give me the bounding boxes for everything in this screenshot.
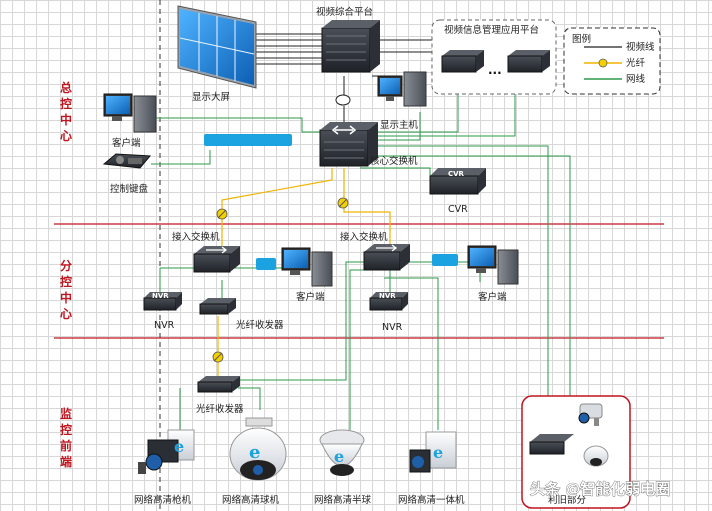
legacy-camera-icon bbox=[578, 403, 603, 426]
zone-separators bbox=[54, 0, 664, 511]
fiber-cables bbox=[217, 168, 391, 378]
video-link-node bbox=[335, 94, 351, 106]
cvr-box-text: CVR bbox=[448, 170, 465, 178]
svg-text:e: e bbox=[174, 437, 184, 456]
network-link-bar bbox=[204, 134, 292, 146]
fiber-transceiver-bottom-device bbox=[197, 376, 240, 393]
svg-text:e: e bbox=[334, 447, 344, 466]
svg-text:控: 控 bbox=[60, 96, 72, 111]
legacy-group bbox=[521, 395, 631, 509]
display-host-label: 显示主机 bbox=[380, 119, 419, 131]
svg-text:分: 分 bbox=[60, 258, 72, 273]
client-left-label: 客户端 bbox=[296, 291, 325, 303]
svg-text:e: e bbox=[249, 442, 260, 463]
client-computer-top bbox=[103, 93, 157, 133]
cam-bullet-label: 网络高清枪机 bbox=[134, 494, 192, 506]
cvr-device: CVR bbox=[429, 168, 486, 195]
server-device bbox=[507, 50, 550, 73]
access-switch-left-device bbox=[193, 246, 240, 273]
video-platform-label: 视频综合平台 bbox=[316, 6, 373, 18]
video-platform-device bbox=[321, 20, 380, 73]
fiber-transceiver-mid-label: 光纤收发器 bbox=[236, 319, 284, 331]
legacy-dome-icon bbox=[583, 445, 609, 467]
info-platform-label: 视频信息管理应用平台 bbox=[444, 24, 539, 36]
svg-text:控: 控 bbox=[60, 274, 72, 289]
nvr-right-device: NVR bbox=[369, 292, 408, 311]
legend-item-fiber: 光纤 bbox=[626, 57, 646, 69]
svg-text:心: 心 bbox=[60, 129, 72, 143]
fiber-transceiver-mid-device bbox=[199, 298, 236, 315]
svg-text:心: 心 bbox=[60, 307, 72, 321]
network-link-box bbox=[256, 258, 276, 270]
svg-text:e: e bbox=[433, 443, 443, 462]
control-keyboard-label: 控制键盘 bbox=[110, 183, 149, 195]
nvr-left-label: NVR bbox=[154, 320, 175, 331]
zone-label-frontend: 监 控 前 端 bbox=[60, 406, 72, 469]
svg-text:中: 中 bbox=[60, 112, 72, 127]
integrated-camera-icon: e bbox=[409, 431, 457, 473]
client-computer-left bbox=[281, 247, 333, 287]
other-part-label: 利旧部分 bbox=[548, 494, 587, 506]
legend-title: 图例 bbox=[572, 33, 591, 45]
svg-text:控: 控 bbox=[60, 422, 72, 437]
video-cables bbox=[256, 33, 440, 124]
svg-text:中: 中 bbox=[60, 290, 72, 305]
fiber-transceiver-bottom-label: 光纤收发器 bbox=[196, 403, 244, 415]
nvr-left-device: NVR bbox=[143, 292, 182, 311]
network-link-box bbox=[432, 254, 458, 266]
nvr-right-box-text: NVR bbox=[379, 292, 396, 300]
zone-label-central: 总 控 中 心 bbox=[60, 80, 72, 143]
access-switch-left-label: 接入交换机 bbox=[172, 231, 220, 243]
svg-text:前: 前 bbox=[60, 438, 72, 453]
svg-text:端: 端 bbox=[60, 454, 72, 469]
watermark: 头条 @智能化弱电圈 bbox=[530, 480, 670, 498]
cam-halfdome-label: 网络高清半球 bbox=[314, 494, 372, 506]
legend-item-network: 网线 bbox=[626, 73, 646, 85]
control-keyboard-device bbox=[102, 153, 152, 169]
nvr-left-box-text: NVR bbox=[152, 292, 169, 300]
display-wall bbox=[177, 5, 257, 89]
half-dome-camera-icon: e bbox=[319, 429, 365, 476]
cvr-label: CVR bbox=[448, 204, 468, 215]
access-switch-right-device bbox=[363, 244, 410, 271]
client-computer-right bbox=[467, 245, 519, 285]
cam-integrated-label: 网络高清一体机 bbox=[398, 494, 465, 506]
server-device bbox=[441, 50, 484, 73]
access-switch-right-label: 接入交换机 bbox=[340, 231, 388, 243]
ellipsis: ... bbox=[488, 63, 502, 77]
zone-label-branch: 分 控 中 心 bbox=[60, 258, 72, 321]
display-wall-label: 显示大屏 bbox=[192, 91, 230, 103]
client-right-label: 客户端 bbox=[478, 291, 507, 303]
bullet-camera-icon: e bbox=[138, 429, 195, 474]
core-switch-label: 核心交换机 bbox=[370, 155, 418, 167]
legend-item-video: 视频线 bbox=[626, 41, 655, 53]
dome-camera-icon: e bbox=[229, 417, 287, 481]
nvr-right-label: NVR bbox=[382, 322, 403, 333]
fiber-marker-icon bbox=[212, 197, 349, 363]
display-host-computer bbox=[377, 71, 427, 107]
svg-text:总: 总 bbox=[60, 80, 72, 95]
legacy-dvr-icon bbox=[529, 434, 574, 455]
svg-text:监: 监 bbox=[60, 406, 72, 421]
cam-dome-label: 网络高清球机 bbox=[222, 494, 280, 506]
legend: 图例 视频线 光纤 网线 bbox=[563, 27, 661, 95]
core-switch-device bbox=[319, 122, 378, 167]
client-top-label: 客户端 bbox=[112, 137, 141, 149]
info-platform-group bbox=[431, 19, 557, 95]
